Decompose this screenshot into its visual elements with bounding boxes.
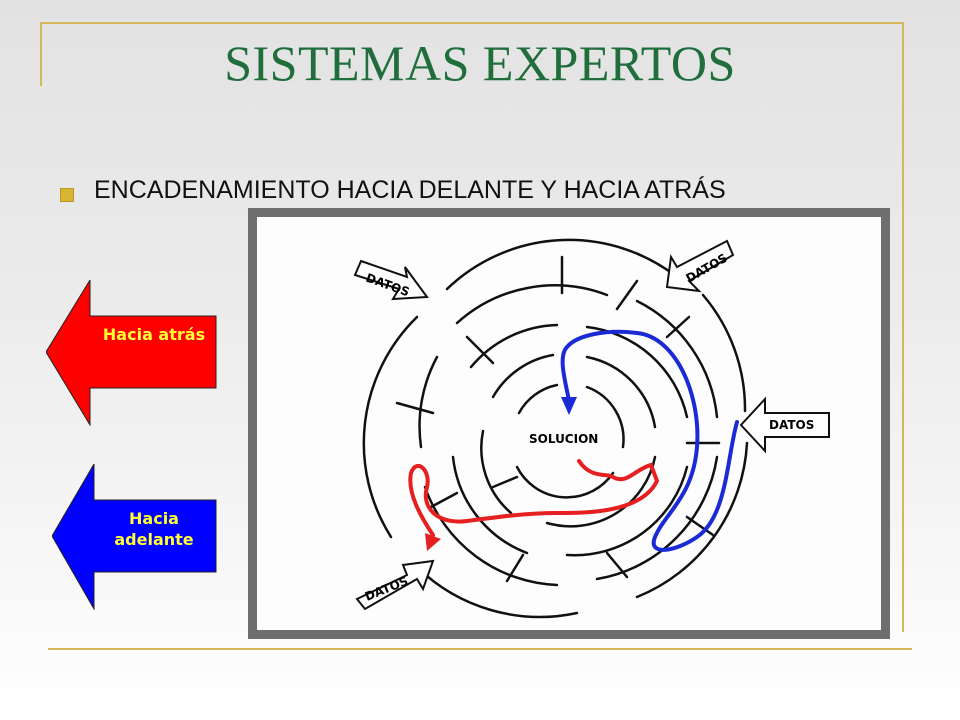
maze-wall (605, 551, 629, 579)
forward-arrow: Hacia adelante (51, 462, 218, 611)
maze-wall (362, 315, 419, 539)
frame-line-bottom (48, 648, 912, 650)
maze-wall (451, 455, 529, 555)
solucion-label: SOLUCION (529, 432, 598, 446)
maze-wall (565, 465, 689, 557)
maze-wall (701, 293, 747, 413)
frame-line-left (40, 22, 42, 86)
maze-wall (595, 455, 719, 581)
frame-line-top (40, 22, 904, 24)
maze-wall (480, 429, 513, 515)
left-arrow-icon (51, 462, 217, 611)
maze-wall (665, 315, 691, 339)
forward-chaining-path (408, 459, 660, 537)
datos-arrow-icon (355, 559, 435, 611)
diagram-frame: DATOS DATOS DATOS DATOS SOLUCION (248, 208, 890, 639)
datos-arrow-icon (665, 239, 735, 293)
maze-wall (455, 284, 609, 325)
maze-wall (685, 515, 715, 537)
maze-wall (491, 353, 555, 399)
maze-wall (635, 441, 749, 599)
maze-wall (423, 485, 559, 587)
maze-wall (429, 491, 459, 509)
maze-wall (615, 279, 639, 311)
left-arrow-icon (45, 278, 217, 427)
forward-arrow-label: Hacia adelante (114, 509, 194, 549)
maze-wall (415, 565, 579, 619)
maze-wall (395, 401, 435, 415)
bullet-icon (60, 188, 74, 202)
backward-chaining-path (560, 329, 739, 552)
backward-arrow-label: Hacia atrás (102, 325, 206, 344)
maze-svg: DATOS DATOS DATOS DATOS SOLUCION (353, 238, 830, 619)
slide-title: SISTEMAS EXPERTOS (224, 35, 736, 91)
maze-wall (635, 299, 719, 419)
datos-arrow-icon (739, 396, 830, 454)
maze-wall (418, 355, 439, 449)
maze-wall (515, 465, 615, 499)
datos-label: DATOS (769, 418, 814, 432)
red-arrowhead-icon (425, 533, 441, 551)
maze-wall (585, 355, 657, 429)
datos-arrow-icon (353, 259, 429, 301)
maze-wall (545, 455, 657, 528)
maze-wall (465, 335, 495, 365)
blue-arrowhead-icon (561, 397, 577, 415)
maze-wall (469, 323, 559, 369)
maze-wall (491, 475, 519, 489)
backward-arrow: Hacia atrás (45, 278, 218, 427)
maze-wall (585, 385, 625, 449)
frame-line-right (902, 22, 904, 632)
bullet-text: ENCADENAMIENTO HACIA DELANTE Y HACIA ATR… (94, 176, 726, 204)
maze-wall (445, 238, 679, 291)
maze-wall (505, 553, 525, 583)
datos-label: DATOS (363, 574, 410, 604)
maze-wall (585, 325, 689, 419)
maze-diagram: DATOS DATOS DATOS DATOS SOLUCION (257, 217, 881, 630)
maze-wall (517, 383, 559, 415)
